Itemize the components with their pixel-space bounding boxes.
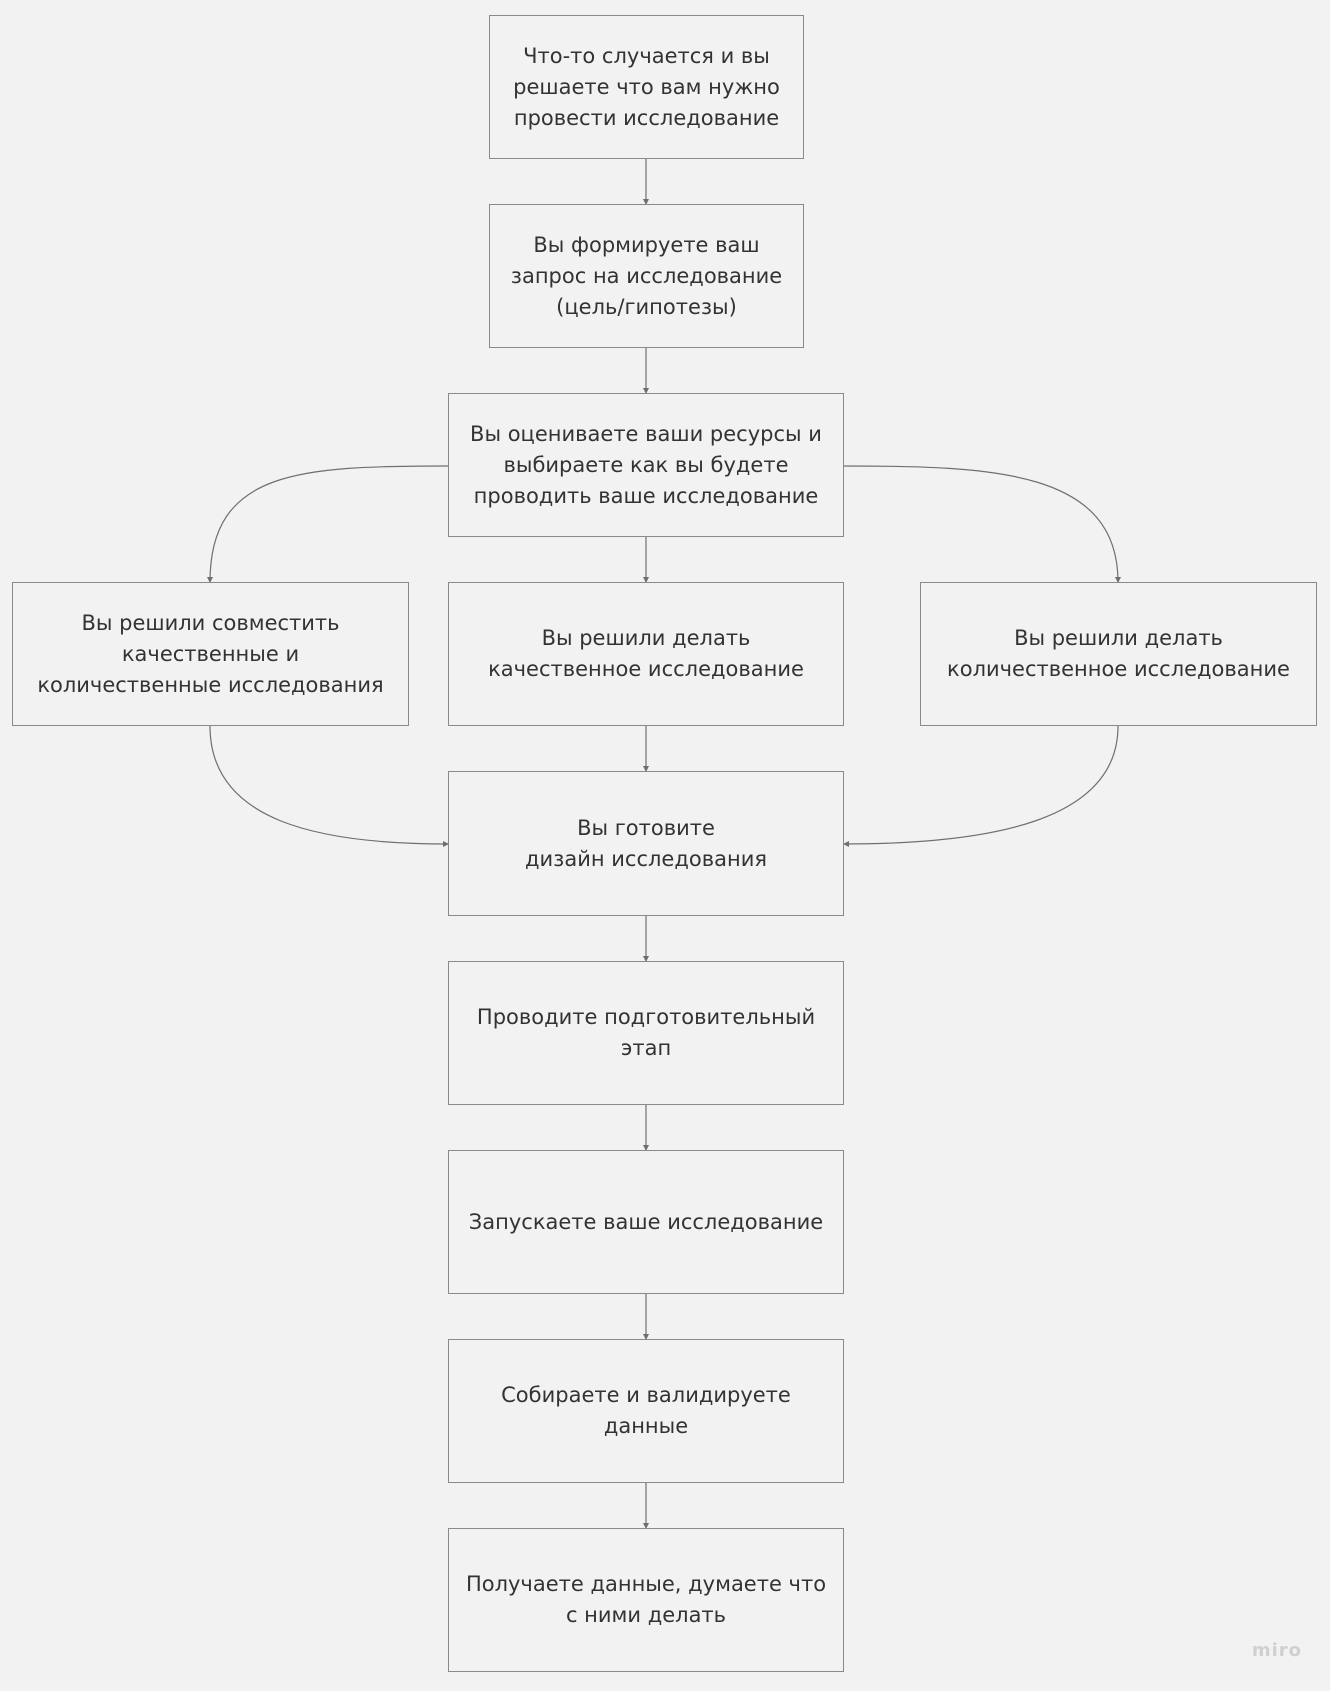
node-mixed: Вы решили совместить качественные и коли… [12, 582, 409, 726]
node-launch: Запускаете ваше исследование [448, 1150, 844, 1294]
node-trigger: Что-то случается и вы решаете что вам ну… [489, 15, 804, 159]
node-qualitative: Вы решили делать качественное исследован… [448, 582, 844, 726]
node-quantitative: Вы решили делать количественное исследов… [920, 582, 1317, 726]
miro-watermark: miro [1251, 1640, 1302, 1661]
node-collect: Собираете и валидируете данные [448, 1339, 844, 1483]
node-quantitative-text: Вы решили делать количественное исследов… [947, 626, 1290, 681]
node-results-text: Получаете данные, думаете что с ними дел… [465, 1572, 827, 1627]
node-trigger-text: Что-то случается и вы решаете что вам ну… [513, 43, 780, 130]
node-request-text: Вы формируете ваш запрос на исследование… [510, 232, 783, 319]
arrow-resources-to-quantitative [843, 465, 1121, 583]
node-mixed-text: Вы решили совместить качественные и коли… [37, 610, 384, 697]
node-collect-text: Собираете и валидируете данные [501, 1383, 791, 1438]
node-design: Вы готовите дизайн исследования [448, 771, 844, 916]
node-launch-text: Запускаете ваше исследование [468, 1209, 824, 1234]
node-resources-text: Вы оцениваете ваши ресурсы и выбираете к… [470, 421, 822, 508]
node-results: Получаете данные, думаете что с ними дел… [448, 1528, 844, 1672]
node-request: Вы формируете ваш запрос на исследование… [489, 204, 804, 348]
arrow-quantitative-to-design [843, 725, 1119, 847]
node-design-text: Вы готовите дизайн исследования [525, 815, 767, 871]
arrow-mixed-to-design [209, 725, 449, 847]
node-resources: Вы оцениваете ваши ресурсы и выбираете к… [448, 393, 844, 537]
node-prep: Проводите подготовительный этап [448, 961, 844, 1105]
node-prep-text: Проводите подготовительный этап [476, 1005, 816, 1060]
arrow-resources-to-mixed [207, 465, 449, 583]
node-qualitative-text: Вы решили делать качественное исследован… [488, 626, 804, 681]
